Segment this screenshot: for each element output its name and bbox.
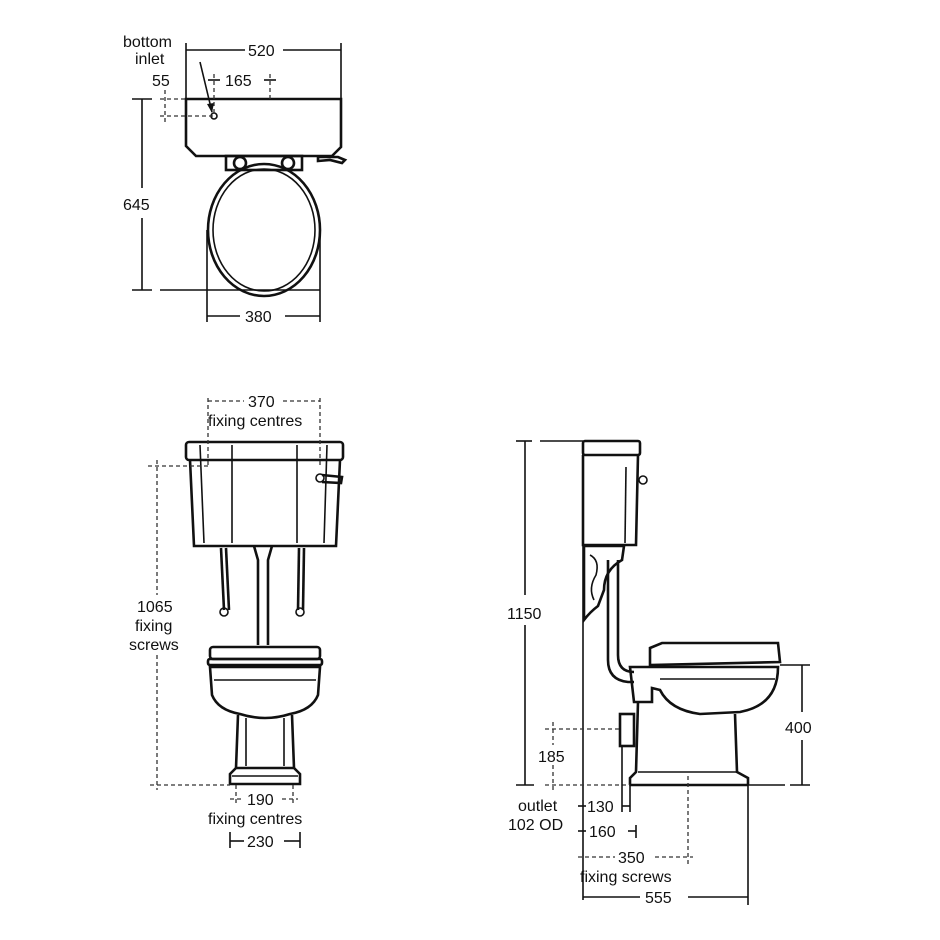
seat-inner [212,168,316,292]
side-cistern-lid [581,439,642,457]
dim-520: 520 [248,43,275,60]
side-view: 1150 400 185 outlet 102 OD 130 160 350 f… [507,439,812,907]
label-fixing: fixing [135,618,172,635]
cistern-lid [184,440,345,462]
outlet-spigot [618,712,636,748]
dim-165: 165 [225,73,252,90]
lever-icon [316,155,348,165]
pedestal [234,714,296,769]
label-fixing-centres-top: fixing centres [208,413,302,430]
flush-pipe [252,545,274,645]
dim-1065: 1065 [137,599,173,616]
label-screws: screws [129,637,179,654]
label-fixing-screws: fixing screws [580,869,672,886]
side-lever [638,475,648,485]
dim-230: 230 [247,834,274,851]
bowl [208,665,322,720]
dim-1150: 1150 [507,606,542,623]
base-plinth [228,766,302,786]
seat-lid [208,645,322,661]
label-fixing-centres-bottom: fixing centres [208,811,302,828]
bracket-scroll [589,554,598,601]
label-inlet: inlet [135,51,165,68]
lever-handle [321,473,344,485]
dim-185: 185 [538,749,565,766]
dim-645: 645 [123,197,150,214]
dim-130: 130 [587,799,614,816]
label-outlet: outlet [518,798,558,815]
lever-pivot [315,473,325,483]
hinge-block [224,154,304,172]
dim-55: 55 [152,73,170,90]
side-bowl [628,665,780,716]
dim-380: 380 [245,309,272,326]
dim-160: 160 [589,824,616,841]
seat-outer [206,162,322,298]
label-102-od: 102 OD [508,817,563,834]
side-pedestal [628,701,750,785]
cistern-body [188,459,342,548]
side-cistern-body [581,454,640,547]
side-seat [648,641,782,667]
side-flush-pipe [606,560,635,684]
plan-view: bottom inlet 520 55 165 645 380 [123,34,348,326]
label-bottom: bottom [123,34,172,51]
dim-350: 350 [618,850,645,867]
dim-555: 555 [645,890,672,907]
dim-370: 370 [248,394,275,411]
dim-400: 400 [785,720,812,737]
dim-190: 190 [247,792,274,809]
front-view: 370 fixing centres 1065 fixing screws 19… [129,394,345,851]
